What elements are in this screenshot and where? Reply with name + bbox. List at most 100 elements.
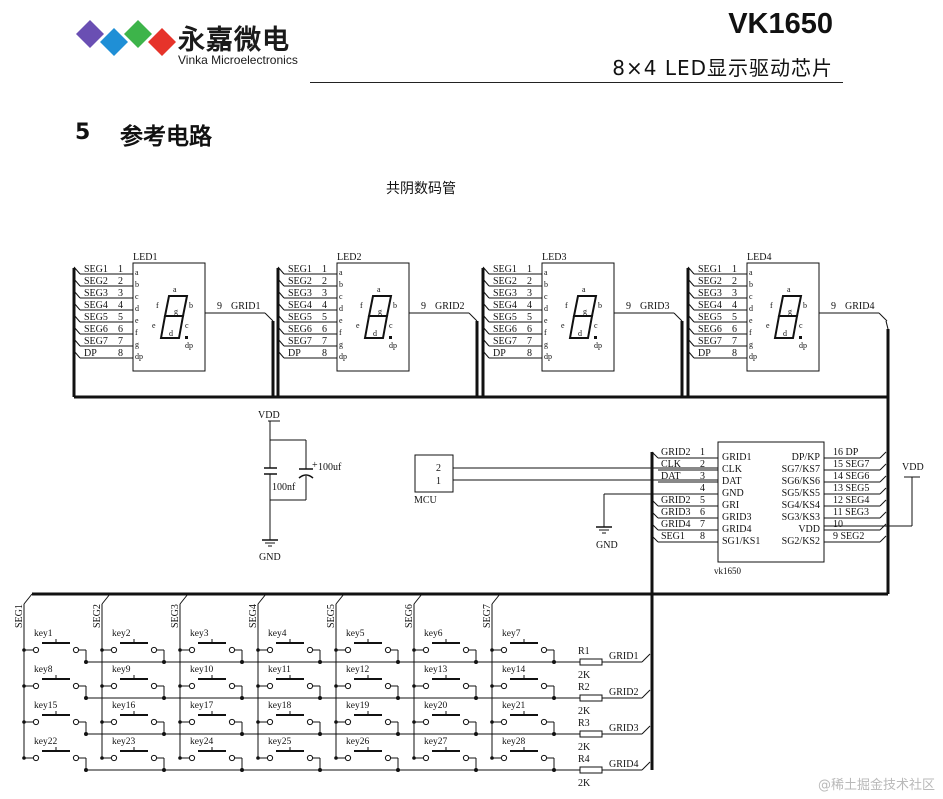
seven-seg-letter: d bbox=[578, 329, 582, 338]
company-name-en: Vinka Microelectronics bbox=[178, 53, 298, 67]
key-label: key15 bbox=[34, 701, 57, 711]
segment-wire-bend bbox=[277, 278, 285, 287]
key-contact bbox=[462, 718, 470, 726]
chip-right-function: SG5/KS5 bbox=[782, 488, 820, 499]
pin-number: 8 bbox=[527, 348, 532, 359]
key-label: key18 bbox=[268, 701, 291, 711]
key-column-bend bbox=[101, 593, 111, 605]
pin-number: 3 bbox=[322, 288, 327, 299]
segment-label: SEG3 bbox=[493, 288, 517, 299]
pin-number: 7 bbox=[527, 336, 532, 347]
segment-label: SEG4 bbox=[698, 300, 722, 311]
seven-seg-letter: b bbox=[803, 301, 807, 310]
chip-left-pin-number: 2 bbox=[700, 459, 705, 470]
grid-label: GRID3 bbox=[640, 301, 669, 312]
key-grid-label: GRID2 bbox=[609, 687, 638, 698]
chip-right-function: DP/KP bbox=[792, 452, 821, 463]
segment-letter: e bbox=[749, 316, 753, 325]
key-label: key4 bbox=[268, 629, 287, 639]
key-contact bbox=[228, 646, 236, 654]
seven-seg-dp bbox=[799, 336, 802, 339]
chip-left-function: CLK bbox=[722, 464, 743, 475]
segment-letter: dp bbox=[749, 352, 757, 361]
grid-pin-number: 9 bbox=[217, 301, 222, 312]
seven-seg-letter: e bbox=[356, 321, 360, 330]
pin-number: 2 bbox=[527, 276, 532, 287]
chip-right-function: SG4/KS4 bbox=[782, 500, 820, 511]
seven-seg-letter: g bbox=[378, 307, 382, 316]
segment-label: SEG2 bbox=[698, 276, 722, 287]
segment-label: DP bbox=[288, 348, 301, 359]
segment-letter: g bbox=[544, 340, 548, 349]
segment-wire-bend bbox=[482, 314, 490, 323]
led-label: LED4 bbox=[747, 252, 771, 263]
pin-number: 5 bbox=[527, 312, 532, 323]
seven-seg-letter: e bbox=[561, 321, 565, 330]
key-column-junction bbox=[100, 756, 104, 760]
segment-wire-bend bbox=[73, 278, 81, 287]
chip-left-pin-number: 1 bbox=[700, 447, 705, 458]
key-seg-label: SEG5 bbox=[326, 604, 337, 628]
key-column-bend bbox=[491, 593, 501, 605]
pin-number: 2 bbox=[322, 276, 327, 287]
key-seg-label: SEG3 bbox=[170, 604, 181, 628]
key-label: key19 bbox=[346, 701, 369, 711]
segment-wire-bend bbox=[277, 350, 285, 359]
key-column-junction bbox=[412, 684, 416, 688]
chip-right-bend bbox=[879, 523, 887, 531]
chip-left-function: SG1/KS1 bbox=[722, 536, 760, 547]
segment-label: SEG6 bbox=[493, 324, 517, 335]
segment-wire-bend bbox=[277, 314, 285, 323]
resistor-value: 2K bbox=[578, 706, 591, 717]
grid-label: GRID4 bbox=[845, 301, 874, 312]
seven-seg-letter: dp bbox=[799, 341, 807, 350]
key-contact bbox=[72, 682, 80, 690]
chip-right-pin-label: 13 SEG5 bbox=[833, 483, 869, 494]
key-contact bbox=[462, 754, 470, 762]
seven-seg-letter: f bbox=[360, 301, 363, 310]
key-label: key9 bbox=[112, 665, 131, 675]
key-contact bbox=[266, 646, 274, 654]
pin-number: 4 bbox=[322, 300, 327, 311]
key-column-bend bbox=[179, 593, 189, 605]
key-contact bbox=[384, 754, 392, 762]
segment-wire-bend bbox=[73, 326, 81, 335]
segment-wire-bend bbox=[277, 338, 285, 347]
grid4-bend bbox=[885, 320, 889, 330]
mcu-body bbox=[414, 454, 454, 493]
resistor-name: R2 bbox=[578, 682, 590, 693]
segment-label: SEG2 bbox=[493, 276, 517, 287]
pin-number: 1 bbox=[732, 264, 737, 275]
key-label: key26 bbox=[346, 737, 369, 747]
pin-number: 8 bbox=[732, 348, 737, 359]
grid-label: GRID2 bbox=[435, 301, 464, 312]
segment-letter: a bbox=[544, 268, 548, 277]
seven-seg-letter: e bbox=[152, 321, 156, 330]
key-column-junction bbox=[412, 648, 416, 652]
key-contact bbox=[32, 754, 40, 762]
key-column-junction bbox=[22, 756, 26, 760]
mcu-pin: 2 bbox=[436, 463, 441, 474]
watermark: @稀土掘金技术社区 bbox=[817, 778, 935, 793]
key-contact bbox=[72, 754, 80, 762]
key-column-junction bbox=[178, 756, 182, 760]
key-contact bbox=[306, 718, 314, 726]
seven-seg-letter: dp bbox=[389, 341, 397, 350]
key-column-junction bbox=[178, 720, 182, 724]
segment-letter: f bbox=[135, 328, 138, 337]
cap-small-label: 100nf bbox=[272, 482, 296, 493]
chip-right-function: VDD bbox=[798, 524, 820, 535]
key-column-junction bbox=[256, 684, 260, 688]
grid-label: GRID1 bbox=[231, 301, 260, 312]
chip-right-bend bbox=[879, 475, 887, 483]
segment-wire-bend bbox=[277, 302, 285, 311]
key-column-junction bbox=[178, 684, 182, 688]
pin-number: 6 bbox=[118, 324, 123, 335]
pin-number: 2 bbox=[118, 276, 123, 287]
segment-letter: f bbox=[544, 328, 547, 337]
key-seg-label: SEG4 bbox=[248, 604, 259, 628]
key-label: key7 bbox=[502, 629, 521, 639]
segment-label: SEG6 bbox=[288, 324, 312, 335]
